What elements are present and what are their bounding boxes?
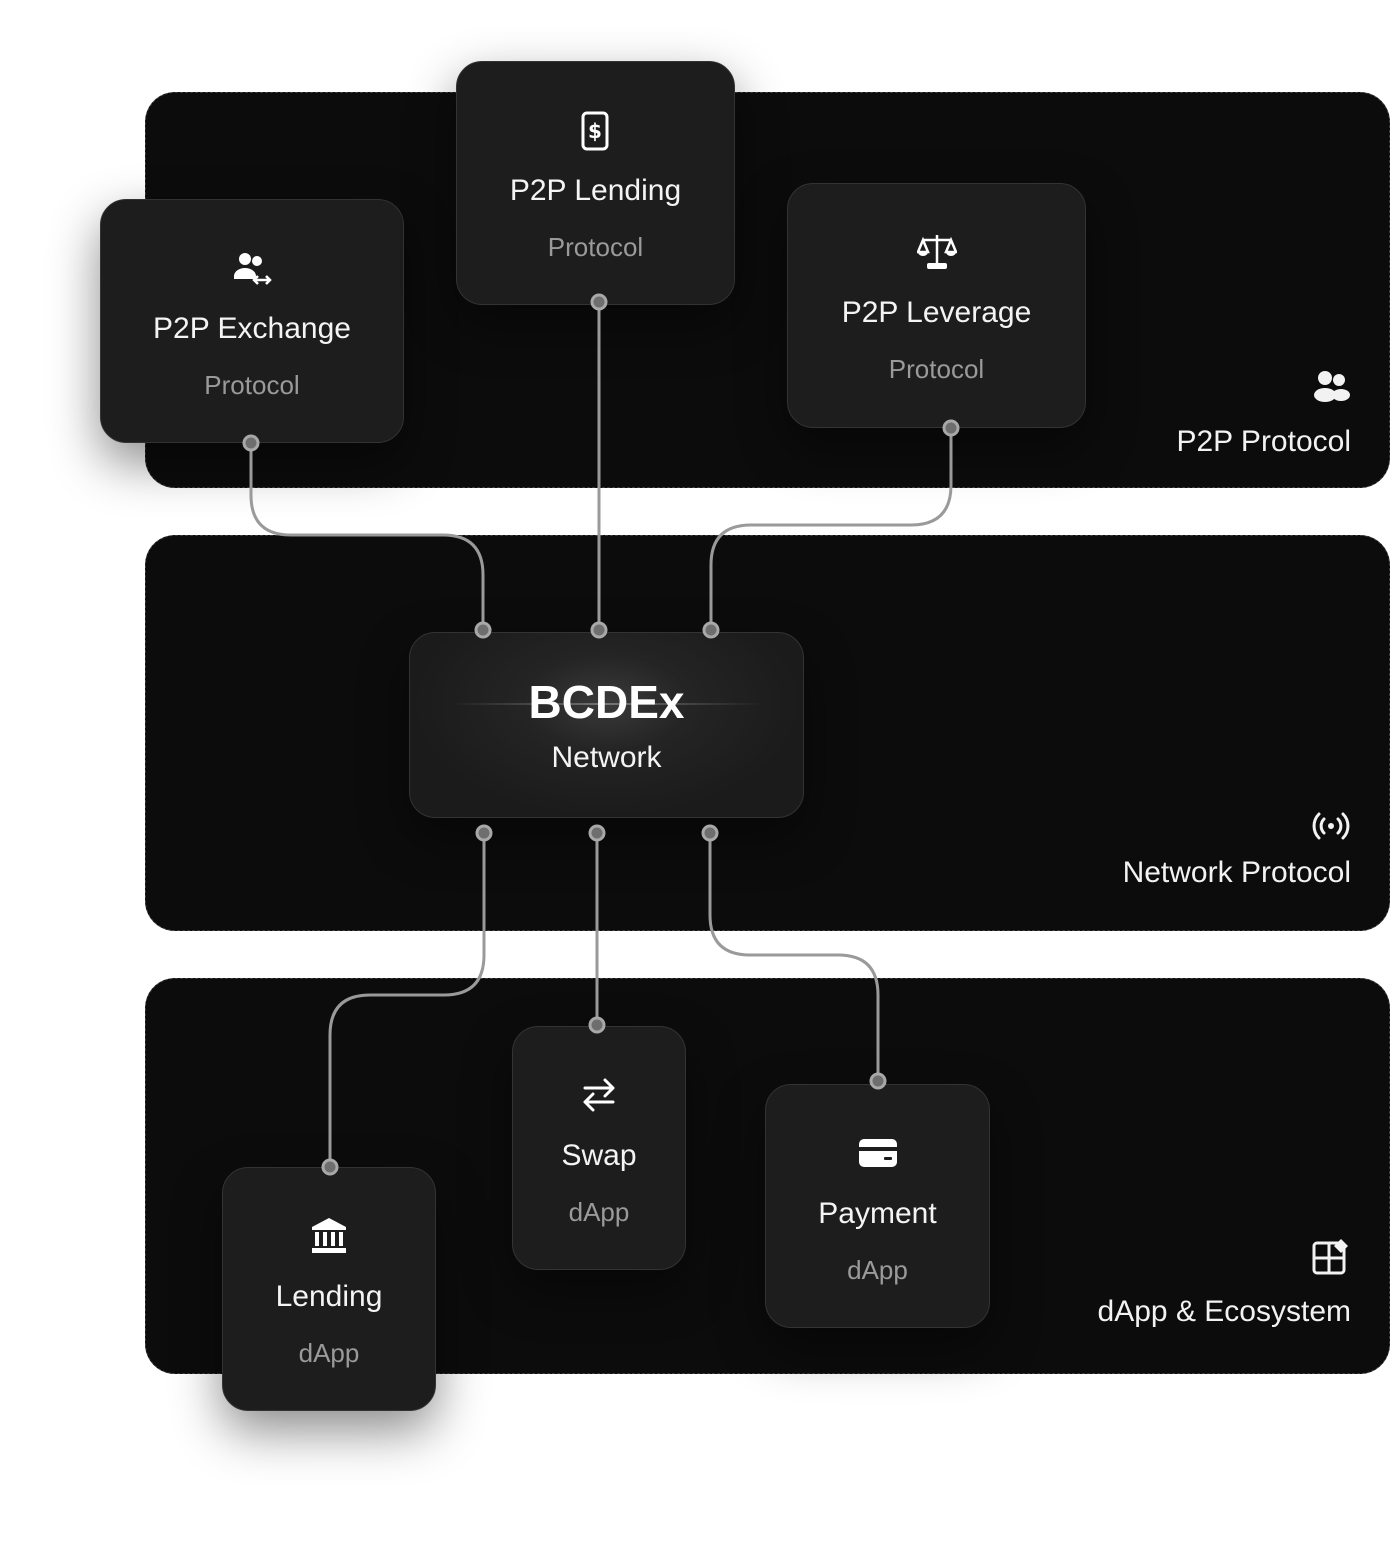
card-title: Payment bbox=[818, 1197, 937, 1230]
layer-label: dApp & Ecosystem bbox=[1097, 1295, 1351, 1328]
users-exchange-icon bbox=[234, 253, 272, 285]
network-subtitle: Network bbox=[551, 741, 662, 774]
network-title: BCDEx bbox=[528, 676, 685, 728]
money-hand-icon: $ bbox=[581, 111, 608, 151]
swap-arrows-icon bbox=[583, 1078, 615, 1112]
apps-add-icon bbox=[1312, 1239, 1348, 1275]
card-subtitle: Protocol bbox=[888, 354, 985, 384]
layer-label: P2P Protocol bbox=[1176, 425, 1351, 458]
card-p2p-leverage[interactable]: P2P Leverage Protocol bbox=[787, 183, 1086, 428]
card-title: Lending bbox=[275, 1280, 383, 1313]
card-subtitle: dApp bbox=[568, 1197, 630, 1227]
card-p2p-exchange[interactable]: P2P Exchange Protocol bbox=[100, 199, 404, 443]
card-subtitle: Protocol bbox=[547, 232, 644, 262]
card-title: Swap bbox=[561, 1139, 637, 1172]
svg-text:$: $ bbox=[588, 119, 602, 143]
card-subtitle: Protocol bbox=[204, 370, 300, 400]
bcdex-network-node[interactable]: BCDEx Network bbox=[409, 632, 804, 818]
card-payment-dapp[interactable]: Payment dApp bbox=[765, 1084, 990, 1328]
bank-icon bbox=[312, 1218, 346, 1253]
card-subtitle: dApp bbox=[298, 1338, 360, 1368]
layer-label: Network Protocol bbox=[1122, 856, 1351, 889]
card-title: P2P Exchange bbox=[153, 312, 351, 345]
glow-effect bbox=[450, 703, 763, 705]
card-title: P2P Leverage bbox=[841, 296, 1032, 329]
card-lending-dapp[interactable]: Lending dApp bbox=[222, 1167, 436, 1411]
broadcast-icon bbox=[1312, 812, 1350, 840]
users-icon bbox=[1314, 371, 1350, 402]
card-title: P2P Lending bbox=[509, 174, 682, 207]
card-p2p-lending[interactable]: $ P2P Lending Protocol bbox=[456, 61, 735, 305]
credit-card-icon bbox=[858, 1139, 897, 1167]
scale-icon bbox=[916, 235, 957, 269]
card-swap-dapp[interactable]: Swap dApp bbox=[512, 1026, 686, 1270]
card-subtitle: dApp bbox=[847, 1255, 908, 1285]
